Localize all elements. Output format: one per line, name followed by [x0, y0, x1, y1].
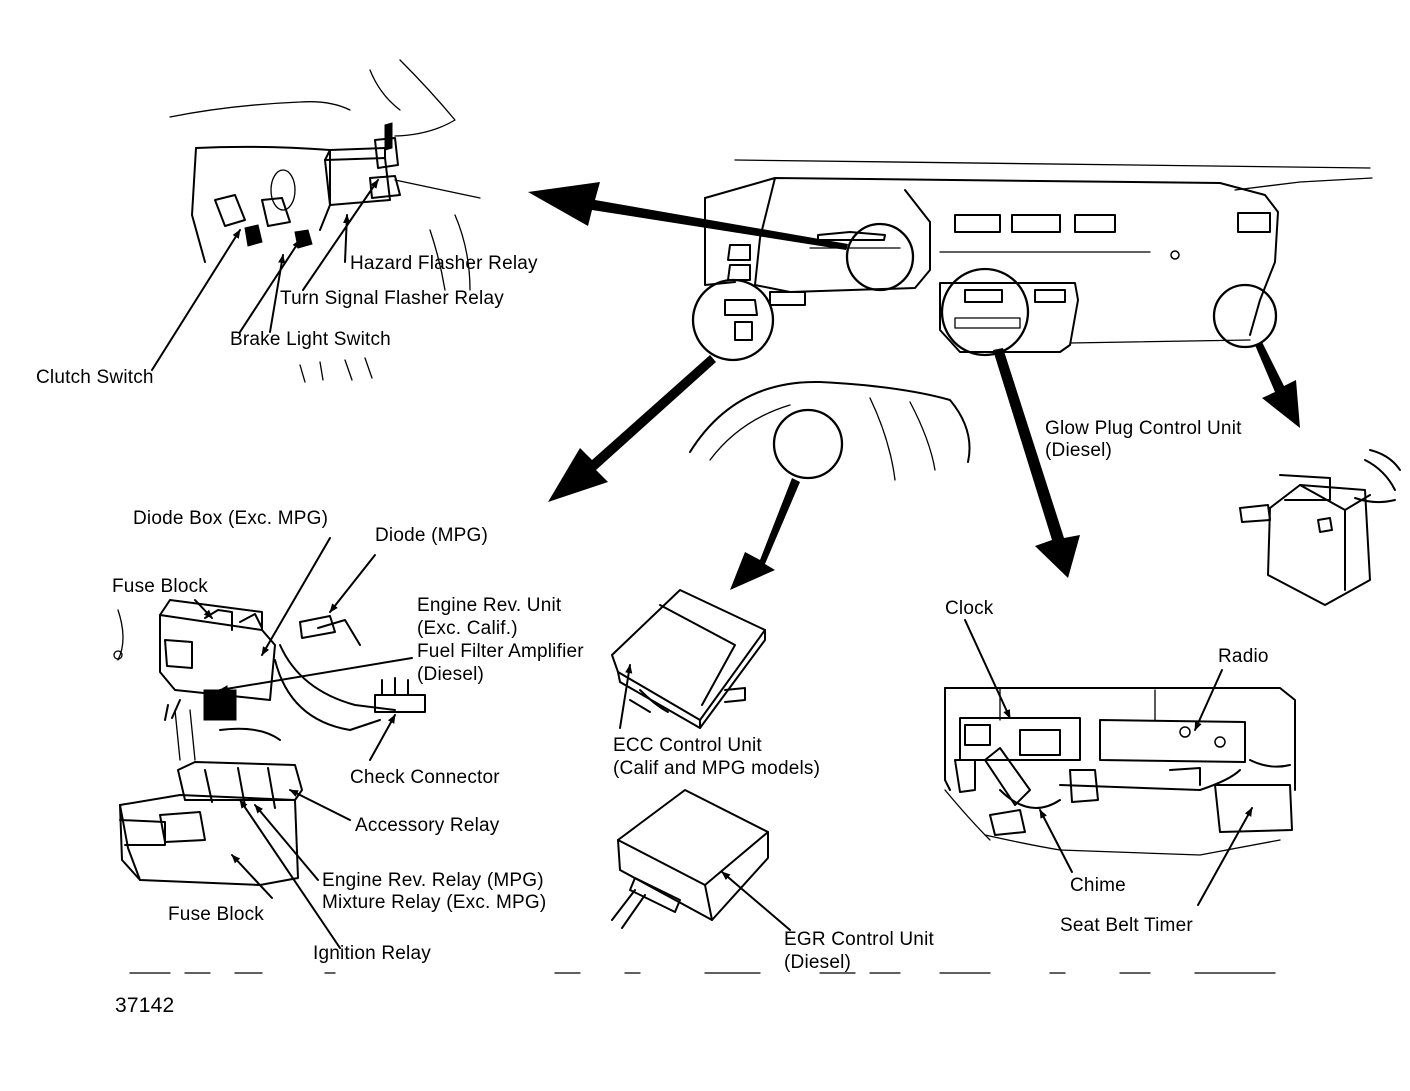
ecc-control-unit-label: ECC Control Unit [613, 735, 762, 756]
figure-number: 37142 [115, 994, 175, 1017]
mixture-relay-label: Mixture Relay (Exc. MPG) [322, 892, 547, 913]
fuel-filter-note-label: (Diesel) [417, 664, 485, 685]
fuse-block-drawing [113, 599, 426, 886]
ecc-egr-leaders [619, 664, 791, 931]
chime-label: Chime [1070, 875, 1126, 896]
radio-area-leaders [964, 619, 1253, 906]
glow-plug-control-unit-label: Glow Plug Control Unit [1045, 418, 1242, 439]
engine-rev-unit-note-label: (Exc. Calif.) [417, 618, 518, 639]
hazard-flasher-relay-label: Hazard Flasher Relay [350, 253, 538, 274]
engine-rev-relay-label: Engine Rev. Relay (MPG) [322, 870, 544, 891]
radio-area-drawing [944, 687, 1296, 856]
fuse-block-leaders [194, 537, 413, 949]
ecc-egr-drawing [611, 589, 769, 929]
glow-plug-note-label: (Diesel) [1045, 440, 1113, 461]
brake-light-switch-label: Brake Light Switch [230, 329, 391, 350]
glow-plug-drawing [1239, 449, 1401, 606]
diode-box-label: Diode Box (Exc. MPG) [133, 508, 329, 529]
pedal-relay-drawing [169, 59, 481, 383]
fuse-block-bottom-label: Fuse Block [168, 904, 264, 925]
diode-label: Diode (MPG) [375, 525, 489, 546]
clutch-switch-label: Clutch Switch [36, 367, 154, 388]
egr-control-unit-label: EGR Control Unit [784, 929, 934, 950]
egr-note-label: (Diesel) [784, 952, 852, 973]
fuel-filter-amplifier-label: Fuel Filter Amplifier [417, 641, 584, 662]
engine-rev-unit-label: Engine Rev. Unit [417, 595, 562, 616]
callout-arrows [528, 182, 1300, 590]
accessory-relay-label: Accessory Relay [355, 815, 500, 836]
turn-signal-flasher-relay-label: Turn Signal Flasher Relay [280, 288, 504, 309]
dashboard-overview-drawing [689, 159, 1373, 481]
clock-label: Clock [945, 598, 994, 619]
ignition-relay-label: Ignition Relay [313, 943, 431, 964]
pedal-leaders [151, 179, 379, 371]
radio-label: Radio [1218, 646, 1269, 667]
seat-belt-timer-label: Seat Belt Timer [1060, 915, 1193, 936]
check-connector-label: Check Connector [350, 767, 500, 788]
ecc-note-label: (Calif and MPG models) [613, 758, 821, 779]
fuse-block-top-label: Fuse Block [112, 576, 208, 597]
